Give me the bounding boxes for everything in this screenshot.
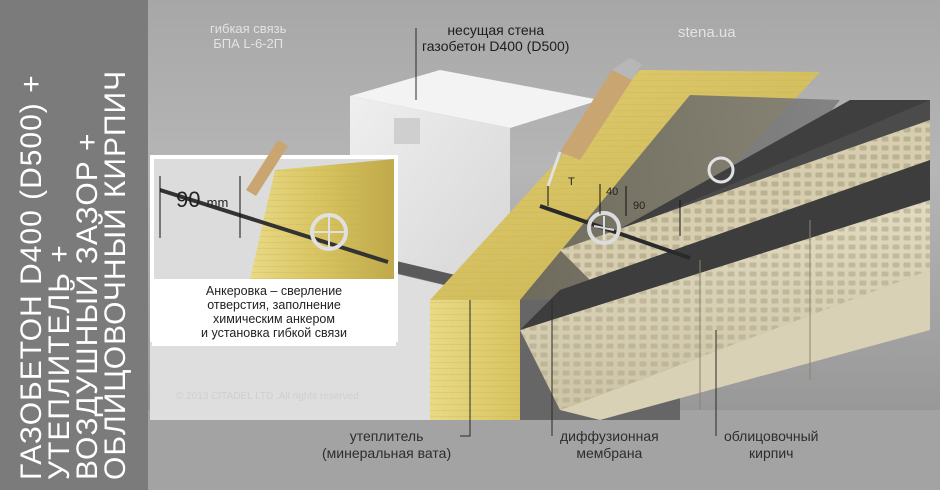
inset-caption-line-4: и установка гибкой связи — [201, 326, 347, 340]
load-bearing-wall-label-line-1: несущая стена — [447, 22, 545, 38]
inset-caption-line-3: химическим анкером — [213, 312, 335, 326]
inset-dimension-unit: mm — [206, 195, 229, 210]
inset-dimension-value: 90 — [176, 187, 201, 212]
vertical-title: ГАЗОБЕТОН D400 (D500) + УТЕПЛИТЕЛЬ + ВОЗ… — [15, 10, 132, 480]
facing-brick-label-line-1: облицовочный — [724, 428, 819, 444]
dimension-t: T — [568, 176, 575, 188]
flexible-tie — [539, 156, 735, 260]
inset-caption: Анкеровка – сверление отверстия, заполне… — [152, 280, 396, 346]
insulation-label: утеплитель (минеральная вата) — [322, 428, 451, 462]
insulation-label-line-1: утеплитель — [349, 428, 424, 444]
flexible-tie-label-line-1: гибкая связь — [210, 21, 287, 36]
dimension-gap: 40 — [606, 186, 619, 198]
dimension-lines — [547, 184, 681, 236]
membrane-label-line-1: диффузионная — [560, 428, 659, 444]
membrane-label-line-2: мембрана — [576, 445, 643, 461]
inset-dimension: 90 mm — [176, 187, 228, 213]
site-watermark: stena.ua — [678, 24, 736, 41]
wall-section-illustration — [148, 0, 940, 490]
insulation-label-line-2: (минеральная вата) — [322, 445, 452, 461]
facing-brick-wall — [520, 100, 930, 420]
title-line-2: УТЕПЛИТЕЛЬ + — [43, 244, 76, 480]
inset-caption-line-1: Анкеровка – сверление — [205, 284, 343, 298]
dimension-depth: 90 — [633, 200, 646, 212]
flexible-tie-label: гибкая связь БПА L-6-2П — [210, 21, 286, 51]
load-bearing-wall-label-line-2: газобетон D400 (D500) — [422, 38, 570, 54]
label-leaders — [415, 28, 717, 437]
flexible-tie-label-line-2: БПА L-6-2П — [213, 36, 284, 51]
load-bearing-wall-label: несущая стена газобетон D400 (D500) — [422, 22, 569, 54]
title-line-3: ВОЗДУШНЫЙ ЗАЗОР + — [71, 132, 104, 480]
membrane-label: диффузионная мембрана — [560, 428, 659, 462]
sealant-tube — [546, 58, 642, 187]
bottom-band — [148, 410, 940, 490]
title-line-1: ГАЗОБЕТОН D400 (D500) + — [15, 74, 48, 480]
title-sidebar: ГАЗОБЕТОН D400 (D500) + УТЕПЛИТЕЛЬ + ВОЗ… — [0, 0, 148, 490]
inset-caption-line-2: отверстия, заполнение — [207, 298, 341, 312]
copyright-notice: © 2013 CITADEL LTD .All rights reserved — [176, 391, 359, 402]
facing-brick-label: облицовочный кирпич — [724, 428, 818, 462]
facing-brick-label-line-2: кирпич — [749, 445, 794, 461]
title-line-4: ОБЛИЦОВОЧНЫЙ КИРПИЧ — [99, 69, 132, 480]
